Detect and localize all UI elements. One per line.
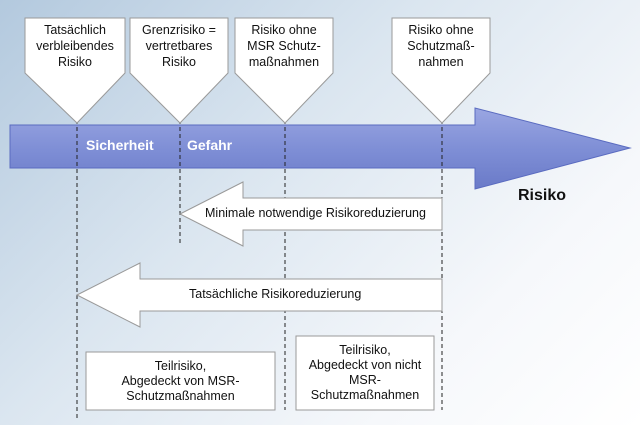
actual-reduction-arrow [75,262,443,328]
danger-label: Gefahr [187,137,233,153]
safety-label: Sicherheit [86,137,154,153]
callout-actual-risk: Tatsächlich verbleibendes Risiko [36,23,114,69]
partial-risk-msr-box [85,351,276,411]
callout-actual-risk-shape [24,17,126,124]
callout-msr-risk: Risiko ohne MSR Schutz- maßnahmen [247,23,321,69]
callout-msr-risk-shape [234,17,334,124]
callout-tolerable-risk-shape [129,17,229,124]
callout-unprotected-risk-shape [391,17,491,124]
minimal-reduction-label: Minimale notwendige Risikoreduzierung [205,206,426,220]
minimal-reduction-arrow [178,181,443,247]
actual-reduction-label: Tatsächliche Risikoreduzierung [189,287,362,301]
callout-tolerable-risk: Grenzrisiko = vertretbares Risiko [142,23,216,69]
partial-risk-non-msr-box [295,335,435,411]
partial-risk-non-msr-label: Teilrisiko, Abgedeckt von nicht MSR- Sch… [308,343,422,402]
risk-axis-arrow [9,107,632,190]
partial-risk-msr-label: Teilrisiko, Abgedeckt von MSR- Schutzmaß… [121,358,240,403]
risk-axis-label: Risiko [518,187,567,204]
callout-unprotected-risk: Risiko ohne Schutzmaß- nahmen [407,23,475,69]
